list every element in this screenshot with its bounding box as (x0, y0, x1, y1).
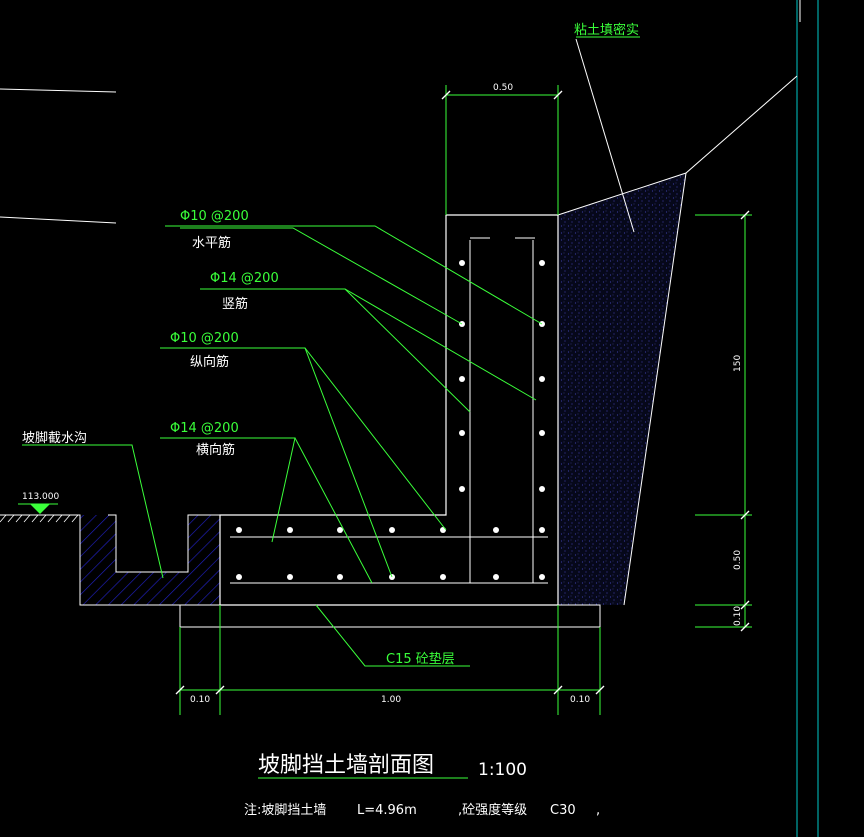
dim-top-width: 0.50 (493, 83, 513, 93)
dim-bed-height: 0.10 (733, 606, 743, 626)
drain-label: 坡脚截水沟 (22, 430, 87, 446)
rebar-dot (236, 527, 242, 533)
dim-left-bed: 0.10 (190, 695, 210, 705)
rebar4-spec: Φ14 @200 (170, 421, 239, 436)
backfill-label: 粘土填密实 (574, 22, 639, 38)
dim-base-width: 1.00 (381, 695, 401, 705)
dimension-lines (179, 85, 752, 715)
ground-line (0, 514, 220, 606)
note-suffix: , (596, 803, 600, 818)
backfill-leader (575, 38, 635, 233)
ground-hatch (0, 514, 79, 523)
rebar2-spec: Φ14 @200 (210, 271, 279, 286)
leader-lines (22, 36, 640, 667)
rebar-dot (459, 486, 465, 492)
drain-hatch-left (80, 515, 220, 605)
drawing-scale: 1:100 (478, 760, 527, 780)
rebar1-name: 水平筋 (192, 235, 231, 251)
note-prefix: 注:坡脚挡土墙 (244, 802, 326, 818)
rebar-dot (539, 260, 545, 266)
backfill-edge (623, 172, 687, 606)
rebar-dot (440, 574, 446, 580)
slope-line (0, 88, 117, 93)
rebar2-name: 竖筋 (222, 296, 248, 312)
dim-base-height: 0.50 (733, 550, 743, 570)
rebar-dot (337, 527, 343, 533)
rebar-dot (459, 430, 465, 436)
backfill-soil (558, 173, 686, 605)
note-length: L=4.96m (357, 803, 417, 818)
dim-right-bed: 0.10 (570, 695, 590, 705)
rebar4-name: 横向筋 (196, 442, 235, 458)
rebar-dot (287, 527, 293, 533)
rebar3-name: 纵向筋 (190, 354, 229, 370)
rebar-dot (459, 260, 465, 266)
rebar-dot (236, 574, 242, 580)
note-grade-label: ,砼强度等级 (458, 802, 527, 818)
elevation-label: 113.000 (22, 492, 59, 502)
rebar-dot (539, 486, 545, 492)
rebar-dot (539, 574, 545, 580)
bedding-label: C15 砼垫层 (386, 651, 455, 667)
rebar-dots (236, 260, 545, 580)
slope-line (0, 216, 117, 224)
note-grade: C30 (550, 803, 576, 818)
rebar-dot (459, 376, 465, 382)
rebar1-spec: Φ10 @200 (180, 209, 249, 224)
rebar-dot (337, 574, 343, 580)
rebar-dot (493, 574, 499, 580)
elevation-triangle (30, 504, 50, 514)
bedding-layer (179, 604, 601, 628)
dim-wall-height: 150 (733, 355, 743, 372)
dimension-ticks (175, 90, 750, 695)
drain-outline (108, 514, 220, 573)
drawing-title: 坡脚挡土墙剖面图 (258, 753, 434, 778)
rebar-dot (440, 527, 446, 533)
rebar-dot (493, 527, 499, 533)
rebar-dot (287, 574, 293, 580)
rebar-dot (389, 527, 395, 533)
rebar-dot (539, 430, 545, 436)
rebar-dot (539, 376, 545, 382)
rebar3-spec: Φ10 @200 (170, 331, 239, 346)
rebar-dot (539, 527, 545, 533)
